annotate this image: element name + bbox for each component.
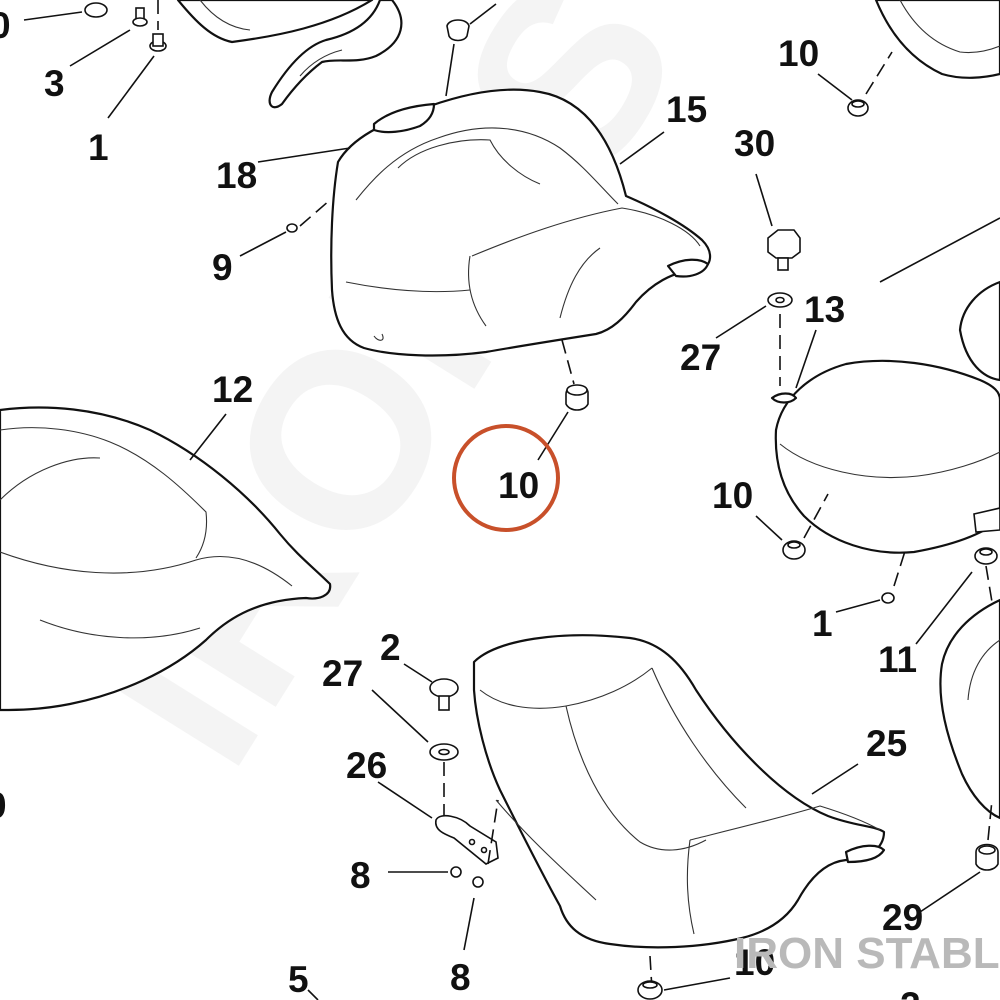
- callout-9: 9: [212, 247, 233, 288]
- knob-30: [767, 229, 801, 271]
- screw-top-left: [132, 7, 148, 27]
- seat-main-15: [330, 88, 712, 357]
- callout-11: 11: [878, 639, 917, 680]
- callout-10-highlighted: 10: [498, 465, 539, 506]
- screw-8-a: [450, 866, 462, 878]
- well-nut-top-left: [149, 33, 167, 52]
- seat-partial-right-edge: [939, 598, 1000, 820]
- bumper-10-highlighted: [565, 384, 589, 411]
- callout-30: 30: [734, 123, 775, 164]
- bumper-10-bottom: [637, 980, 663, 1000]
- callout-8-b: 8: [450, 957, 471, 998]
- brand-logo-text: IRON STABLE: [734, 929, 1000, 978]
- callout-13: 13: [804, 289, 845, 330]
- bumper-10-right: [782, 540, 806, 560]
- screw-1-right: [881, 592, 895, 604]
- seat-partial-top-left: [176, 0, 374, 44]
- callout-15: 15: [666, 89, 707, 130]
- washer-27-low: [429, 743, 459, 761]
- callout-8-a: 8: [350, 855, 371, 896]
- bracket-right: [973, 507, 1000, 565]
- passenger-pad-right: [770, 280, 1000, 554]
- callout-1-top: 1: [88, 127, 109, 168]
- screw-8-b: [472, 876, 484, 888]
- callout-26: 26: [346, 745, 387, 786]
- nut-29: [975, 843, 999, 871]
- screw-9: [286, 223, 298, 233]
- callout-2: 2: [380, 627, 401, 668]
- callout-3: 3: [44, 63, 65, 104]
- bumper-top-right: [847, 99, 869, 117]
- callout-29: 29: [882, 897, 923, 938]
- callout-1-right: 1: [812, 603, 833, 644]
- callout-0-top-left: 0: [0, 5, 11, 46]
- callout-25: 25: [866, 723, 907, 764]
- screw-2: [429, 678, 459, 711]
- callout-5: 5: [288, 959, 309, 1000]
- callout-12: 12: [212, 369, 253, 410]
- seat-12: [0, 406, 332, 712]
- washer-27-mid: [767, 292, 793, 308]
- bracket-26: [434, 814, 499, 865]
- callout-10-right: 10: [712, 475, 753, 516]
- seat-partial-top-right: [874, 0, 1000, 79]
- callout-27-mid: 27: [680, 337, 721, 378]
- seat-25: [472, 634, 886, 949]
- callout-2-bottom-edge: 2: [900, 985, 921, 1000]
- nut-top-left: [84, 2, 108, 18]
- callout-10-top-right: 10: [778, 33, 819, 74]
- plug-top-center: [446, 19, 470, 42]
- callout-18: 18: [216, 155, 257, 196]
- highlight-circle: [452, 424, 560, 532]
- callout-27-low: 27: [322, 653, 363, 694]
- callout-10-bottom: 10: [734, 942, 775, 983]
- seat-strap: [268, 0, 403, 109]
- seat-front-tab-18: [372, 102, 436, 134]
- callout-0-left-edge: 0: [0, 785, 7, 826]
